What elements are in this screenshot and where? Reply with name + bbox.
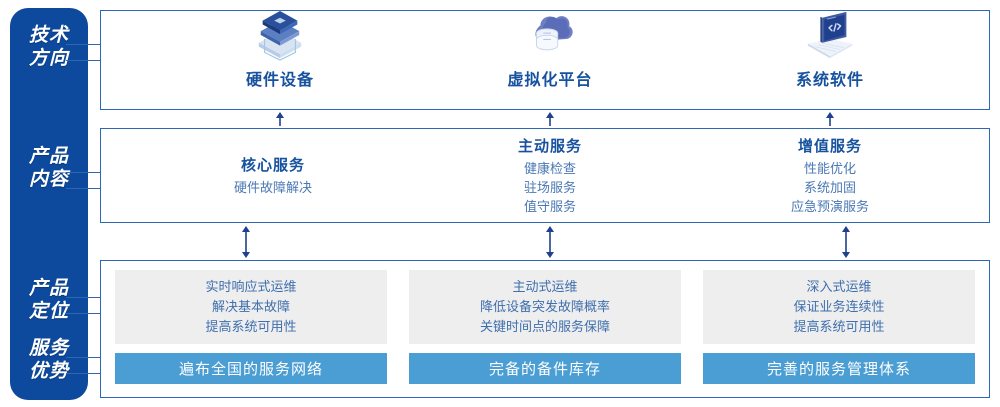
tech-label: 系统软件 (795, 72, 864, 89)
tech-column-software[interactable]: 系统软件 (700, 0, 960, 100)
advantage-banner-label: 完备的备件库存 (488, 361, 601, 378)
rail-label-line: 技术 (28, 25, 69, 46)
positioning-line: 主动式运维 (512, 279, 578, 294)
content-column-proactive[interactable]: 主动服务 健康检查 驻场服务 值守服务 (420, 128, 680, 223)
positioning-line: 实时响应式运维 (205, 279, 297, 294)
rail-label-line: 产品 (28, 278, 69, 299)
content-item: 值守服务 (523, 199, 576, 214)
content-item: 性能优化 (803, 161, 856, 176)
advantage-banner-label: 完善的服务管理体系 (766, 361, 911, 378)
rail-label-line: 内容 (28, 169, 69, 190)
connector-line (66, 357, 102, 358)
rail-label-line: 方向 (28, 48, 69, 69)
tech-label: 虚拟化平台 (507, 72, 593, 89)
arrow-up-virtualization (546, 112, 554, 126)
connector-line (66, 44, 102, 45)
category-rail (10, 8, 88, 400)
content-column-core[interactable]: 核心服务 硬件故障解决 (128, 128, 418, 223)
rail-label-product-position: 产品 定位 (10, 277, 88, 323)
content-column-valueadded[interactable]: 增值服务 性能优化 系统加固 应急预演服务 (700, 128, 960, 223)
positioning-line: 提高系统可用性 (793, 319, 885, 334)
arrow-bidirectional-core (242, 226, 250, 258)
content-title: 核心服务 (240, 157, 305, 174)
rail-label-service-advantage: 服务 优势 (10, 337, 88, 383)
arrow-up-software (826, 112, 834, 126)
positioning-line: 降低设备突发故障概率 (479, 299, 610, 314)
content-item: 健康检查 (523, 161, 576, 176)
bottom-column-proactive[interactable]: 主动式运维 降低设备突发故障概率 关键时间点的服务保障 完备的备件库存 (409, 270, 681, 384)
positioning-panel: 主动式运维 降低设备突发故障概率 关键时间点的服务保障 (409, 270, 681, 344)
advantage-banner[interactable]: 完备的备件库存 (409, 353, 681, 384)
rail-label-tech-direction: 技术 方向 (10, 24, 88, 70)
arrow-bidirectional-proactive (546, 226, 554, 258)
bottom-column-deep[interactable]: 深入式运维 保证业务连续性 提高系统可用性 完善的服务管理体系 (703, 270, 975, 384)
bottom-column-realtime[interactable]: 实时响应式运维 解决基本故障 提高系统可用性 遍布全国的服务网络 (115, 270, 387, 384)
positioning-line: 解决基本故障 (211, 299, 290, 314)
content-item: 应急预演服务 (790, 199, 869, 214)
rail-label-line: 产品 (28, 146, 69, 167)
positioning-panel: 深入式运维 保证业务连续性 提高系统可用性 (703, 270, 975, 344)
rail-label-line: 服务 (28, 338, 69, 359)
laptop-code-icon (807, 11, 853, 59)
content-item: 系统加固 (803, 180, 856, 195)
positioning-line: 保证业务连续性 (793, 299, 885, 314)
connector-line (66, 373, 102, 374)
connector-line (66, 172, 102, 173)
tech-label: 硬件设备 (245, 72, 314, 89)
tech-column-virtualization[interactable]: 虚拟化平台 (420, 0, 680, 100)
tech-column-hardware[interactable]: 硬件设备 (150, 0, 410, 100)
cloud-database-icon (535, 16, 573, 51)
arrow-up-hardware (276, 112, 284, 126)
arrow-bidirectional-valueadded (842, 226, 850, 258)
advantage-banner[interactable]: 完善的服务管理体系 (703, 353, 975, 384)
advantage-banner-label: 遍布全国的服务网络 (178, 361, 323, 378)
content-item: 硬件故障解决 (233, 180, 312, 195)
content-title: 增值服务 (797, 138, 862, 155)
positioning-panel: 实时响应式运维 解决基本故障 提高系统可用性 (115, 270, 387, 344)
positioning-line: 深入式运维 (806, 279, 872, 294)
rail-label-line: 定位 (28, 301, 69, 322)
positioning-line: 提高系统可用性 (205, 319, 297, 334)
server-stack-icon (258, 10, 302, 61)
connector-line (66, 313, 102, 314)
connector-line (66, 60, 102, 61)
connector-line (66, 297, 102, 298)
rail-label-product-content: 产品 内容 (10, 145, 88, 191)
content-title: 主动服务 (517, 138, 582, 155)
product-content-section (100, 128, 990, 223)
connector-line (66, 188, 102, 189)
rail-label-line: 优势 (28, 361, 69, 382)
content-item: 驻场服务 (523, 180, 576, 195)
advantage-banner[interactable]: 遍布全国的服务网络 (115, 353, 387, 384)
positioning-line: 关键时间点的服务保障 (479, 319, 610, 334)
